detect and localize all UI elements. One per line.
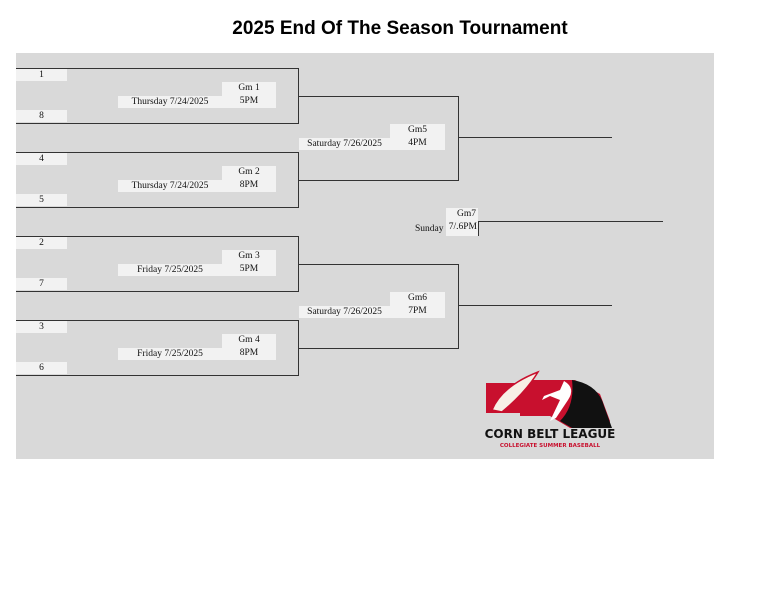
gm6-winner-line (458, 305, 612, 306)
svg-text:CORN BELT LEAGUE: CORN BELT LEAGUE (485, 427, 616, 441)
bracket-line-bottom (298, 180, 458, 181)
game-time: 8PM (239, 180, 259, 190)
seed-bottom: 6 (16, 362, 67, 374)
bracket-line-bottom (16, 291, 298, 292)
game-label: Gm 3 (238, 251, 260, 261)
game-time: 5PM (239, 96, 259, 106)
gm7-time: 7/.6PM (448, 222, 477, 232)
bracket-line-top (298, 264, 458, 265)
champion-line (478, 221, 663, 222)
game-label: Gm 4 (238, 335, 260, 345)
game-time: 8PM (239, 348, 259, 358)
bracket-line-top (16, 236, 298, 237)
gm5-winner-line (458, 137, 612, 138)
seed-top: 2 (16, 237, 67, 249)
gm7-tick (478, 222, 479, 236)
gm7-label: Gm7 (457, 209, 476, 219)
seed-top: 4 (16, 153, 67, 165)
game-label: Gm5 (408, 125, 427, 135)
game-date: Thursday 7/24/2025 (118, 180, 222, 192)
game-label: Gm6 (408, 293, 427, 303)
page-title: 2025 End Of The Season Tournament (232, 18, 568, 39)
bracket-line-top (298, 96, 458, 97)
game-time: 4PM (408, 138, 427, 148)
seed-top: 1 (16, 69, 67, 81)
svg-text:COLLEGIATE SUMMER BASEBALL: COLLEGIATE SUMMER BASEBALL (500, 443, 601, 449)
game-time: 5PM (239, 264, 259, 274)
game-date: Saturday 7/26/2025 (299, 306, 390, 318)
seed-bottom: 7 (16, 278, 67, 290)
bracket-line-top (16, 320, 298, 321)
corn-belt-league-logo: CORN BELT LEAGUE COLLEGIATE SUMMER BASEB… (485, 370, 616, 449)
bracket-line-bottom (16, 123, 298, 124)
game-date: Thursday 7/24/2025 (118, 96, 222, 108)
game-box: Gm 4 8PM (222, 334, 276, 360)
bracket-line-top (16, 152, 298, 153)
game-date: Friday 7/25/2025 (118, 264, 222, 276)
gm7-box: Gm7 7/.6PM (446, 208, 478, 236)
seed-bottom: 8 (16, 110, 67, 122)
game-label: Gm 2 (238, 167, 260, 177)
game-box: Gm 1 5PM (222, 82, 276, 108)
game-box: Gm 2 8PM (222, 166, 276, 192)
seed-bottom: 5 (16, 194, 67, 206)
game-date: Friday 7/25/2025 (118, 348, 222, 360)
gm7-day: Sunday (415, 224, 444, 234)
bracket-line-vertical (458, 96, 459, 181)
seed-top: 3 (16, 321, 67, 333)
bracket-line-bottom (16, 207, 298, 208)
bracket-line-vertical (458, 264, 459, 349)
game-box: Gm 3 5PM (222, 250, 276, 276)
bracket-line-top (16, 68, 298, 69)
game-label: Gm 1 (238, 83, 260, 93)
bracket-line-bottom (16, 375, 298, 376)
bracket-sheet (16, 53, 714, 459)
game-date: Saturday 7/26/2025 (299, 138, 390, 150)
bracket-line-bottom (298, 348, 458, 349)
game-time: 7PM (408, 306, 427, 316)
